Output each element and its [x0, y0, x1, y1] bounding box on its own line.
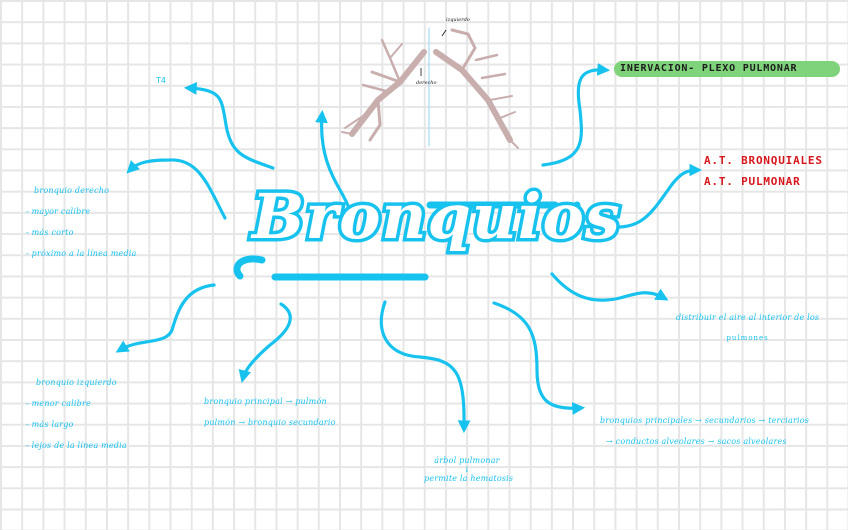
t4-label: T4 [156, 76, 166, 85]
arrow-to-tree-note [379, 300, 471, 434]
illustration-label-right: derecho [416, 80, 437, 86]
tree-note: árbol pulmonar ↓ permite la hematosis [424, 456, 514, 483]
division-line-2: pulmón → bronquio secundario [204, 418, 336, 427]
innervation-label: INERVACION- PLEXO PULMONAR [614, 61, 840, 77]
branching-line-1: bronquios principales → secundarios → te… [600, 416, 810, 425]
left-bronchus-item: - más largo [26, 420, 74, 429]
arteries-line-2: A.T. PULMONAR [704, 175, 801, 188]
arrow-to-function-note [550, 272, 669, 302]
arteries-note: A.T. BRONQUIALES A.T. PULMONAR [704, 150, 823, 192]
arrow-to-branching [492, 301, 586, 415]
illustration-label-left: izquierdo [446, 17, 470, 23]
tree-note-line-1: árbol pulmonar [434, 456, 500, 465]
arrow-to-arteries [601, 163, 703, 229]
right-bronchus-item: - más corto [26, 228, 74, 237]
division-note: bronquio principal → pulmón pulmón → bro… [204, 391, 336, 433]
left-bronchus-heading: bronquio izquierdo [36, 378, 117, 387]
right-bronchus-note: bronquio derecho - mayor calibre - más c… [26, 180, 137, 264]
arteries-line-1: A.T. BRONQUIALES [704, 154, 823, 167]
arrow-to-t4 [183, 82, 275, 170]
left-bronchus-note: bronquio izquierdo - menor calibre - más… [26, 372, 127, 456]
title-left-swash [233, 255, 266, 280]
tree-note-line-2: ↓ [463, 465, 471, 474]
arrow-to-right-bronchus [126, 158, 227, 220]
right-bronchus-heading: bronquio derecho [34, 186, 110, 195]
arrow-to-division [238, 302, 292, 383]
tree-note-line-3: permite la hematosis [424, 474, 514, 483]
branching-note: bronquios principales → secundarios → te… [600, 410, 809, 452]
division-line-1: bronquio principal → pulmón [204, 397, 327, 406]
bronchial-tree-illustration [341, 27, 519, 149]
left-bronchus-item: - menor calibre [26, 399, 91, 408]
function-note-line-1: distribuir el aire al interior de los [676, 313, 820, 322]
branching-line-2: → conductos alveolares → sacos alveolare… [606, 437, 787, 446]
function-note: distribuir el aire al interior de los pu… [676, 308, 819, 348]
arrow-to-illustration [315, 109, 352, 214]
right-bronchus-item: - mayor calibre [26, 207, 91, 216]
arrow-to-left-bronchus [115, 283, 216, 353]
arrow-to-innervation [541, 63, 611, 167]
function-note-line-2: pulmones [726, 334, 769, 342]
page-title: Bronquios [249, 180, 624, 253]
right-bronchus-item: - próximo a la línea media [26, 249, 137, 258]
left-bronchus-item: - lejos de la línea media [26, 441, 127, 450]
